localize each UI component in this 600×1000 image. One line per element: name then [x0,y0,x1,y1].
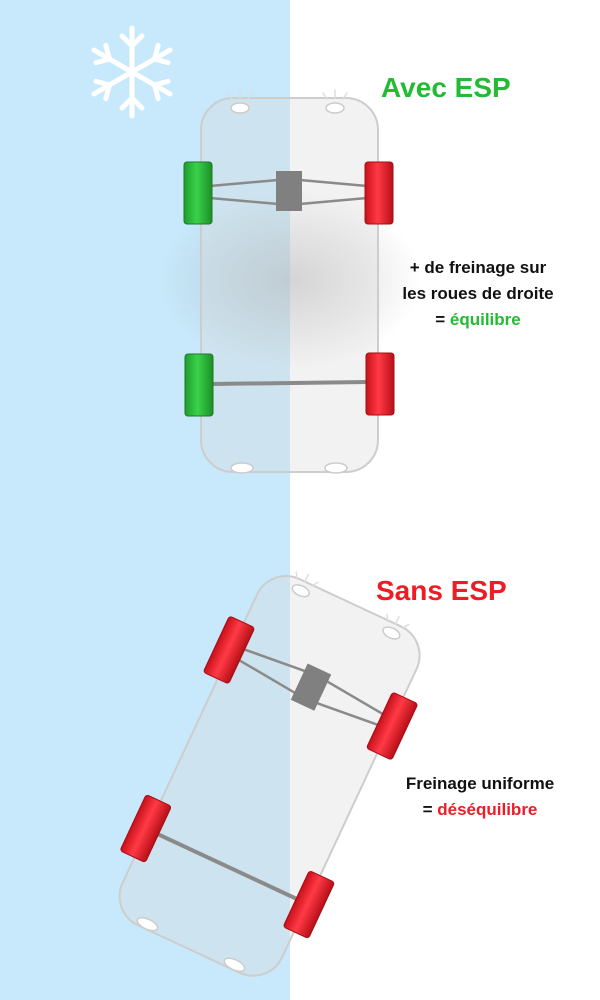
headlight [382,626,401,640]
car-body [200,97,379,473]
wheel-rear-left [120,794,172,863]
result-unbalanced: déséquilibre [437,800,538,819]
brake-line [238,659,296,694]
headlight-beam-icon [295,571,410,629]
brake-line [299,196,368,206]
wheel-front-right [364,161,394,225]
rear-light [230,462,254,474]
equals-sign: = [435,310,450,329]
car-shadow [160,190,420,370]
note-with-esp: + de freinage sur les roues de droite = … [373,255,583,333]
title-without-esp: Sans ESP [376,575,507,606]
brake-line [316,701,378,726]
headlight [325,102,345,114]
wheel-rear-right [283,871,335,939]
note-line: Freinage uniforme [405,774,555,793]
car-with-esp [160,89,420,474]
brake-line [209,178,279,188]
brake-line [299,178,368,188]
rear-axle [209,380,369,386]
wheel-rear-left [184,353,214,417]
rear-light [136,916,159,932]
wheel-front-left [203,616,255,684]
title-with-esp: Avec ESP [381,72,511,103]
wheel-front-right [366,692,418,760]
note-line: les roues de droite [402,284,554,303]
car-without-esp [118,571,421,977]
brake-block [276,171,302,211]
rear-light [324,462,348,474]
brake-line [209,196,279,206]
equals-sign: = [422,800,438,819]
brake-block [290,663,332,711]
snowflake-icon [91,25,173,119]
note-line: + de freinage sur [409,258,547,277]
headlight [291,584,310,598]
brake-line [244,648,306,673]
wheel-front-left [183,161,213,225]
rear-light [223,957,246,973]
note-result-line: = déséquilibre [375,797,585,823]
car-body [118,575,421,977]
wheel-rear-right [365,352,395,416]
headlight-beam-icon [227,89,348,100]
result-balanced: équilibre [449,310,521,329]
headlight [230,102,250,114]
note-without-esp: Freinage uniforme = déséquilibre [375,771,585,823]
rear-axle [157,832,298,901]
brake-line [326,680,384,715]
note-result-line: = équilibre [373,307,583,333]
